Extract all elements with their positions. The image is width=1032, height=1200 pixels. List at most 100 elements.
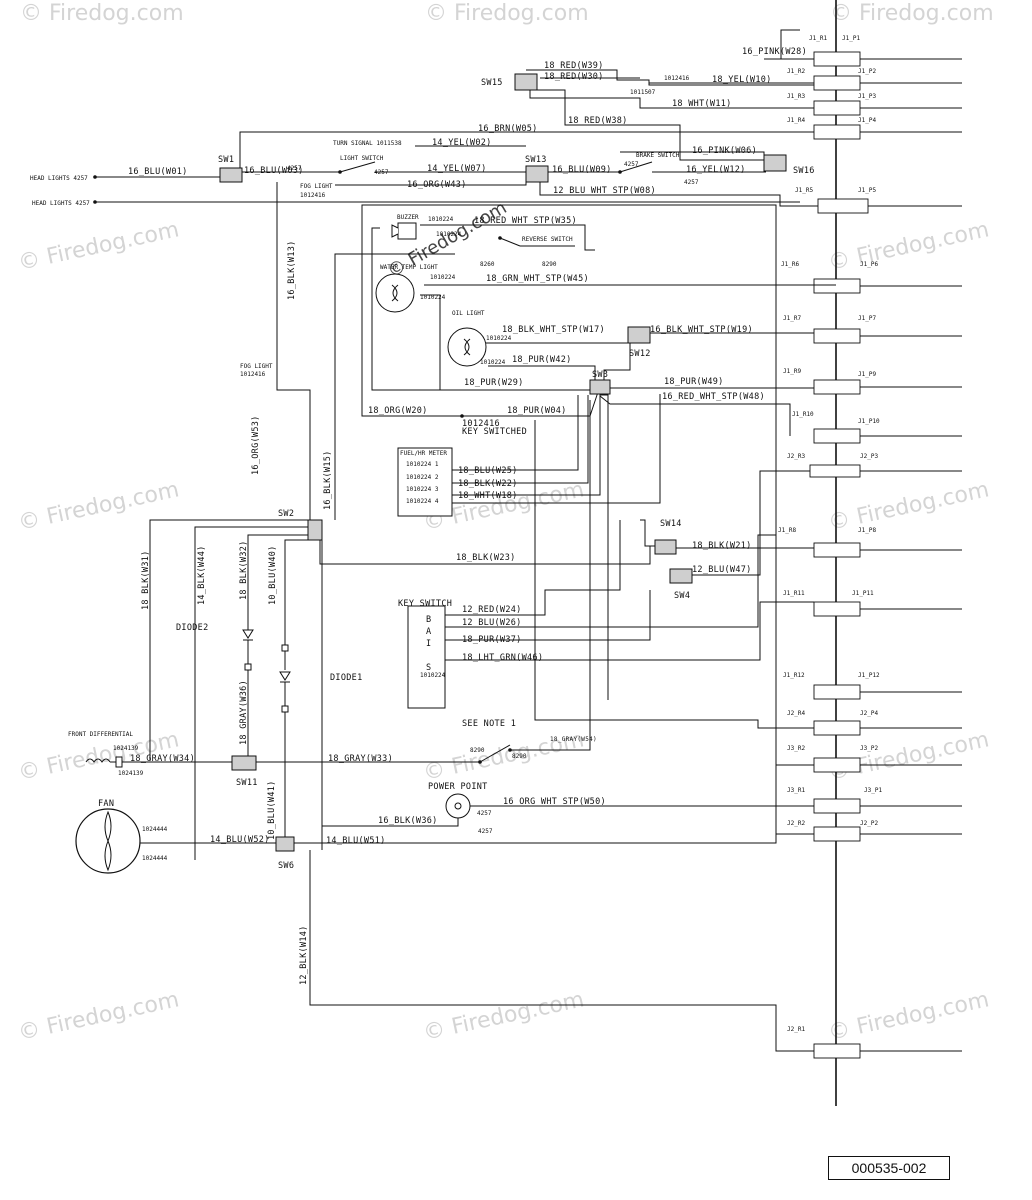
head-lights-label: HEAD LIGHTS 4257 [30, 175, 88, 182]
wire-label: 16_BLK(W36) [378, 816, 438, 826]
switch-sw4 [669, 568, 693, 584]
watermark-layer: © Firedog.com © Firedog.com © Firedog.co… [16, 1, 994, 1046]
fuel-meter-pin: 1010224 3 [406, 486, 439, 493]
connector-label: J1_P9 [858, 371, 876, 378]
connector-label: J1_P5 [858, 187, 876, 194]
svg-text:© Firedog.com: © Firedog.com [20, 1, 184, 26]
connector-label: J3_P1 [864, 787, 882, 794]
connector-label: J1_P11 [852, 590, 874, 597]
switch-sw14 [654, 539, 677, 555]
connector-label: J1_P6 [860, 261, 878, 268]
wire-label: 14_YEL(W02) [432, 138, 492, 148]
switch-label: SW13 [525, 155, 547, 165]
wire-label: 18_BLK_WHT_STP(W17) [502, 325, 605, 335]
switch-label: SW12 [629, 349, 651, 359]
switch-set [219, 73, 787, 852]
head-lights-label: HEAD LIGHTS 4257 [32, 200, 90, 207]
connector-label: J1_P2 [858, 68, 876, 75]
switch-sw12 [627, 326, 651, 344]
switch-label: SW2 [278, 509, 294, 519]
see-note-label: SEE NOTE 1 [462, 719, 516, 729]
connector-label: J3_R1 [787, 787, 805, 794]
wire-paths [95, 29, 836, 1052]
oil-lamp-icon [447, 327, 487, 367]
svg-text:© Firedog.com: © Firedog.com [826, 727, 991, 785]
switch-label: SW3 [592, 370, 608, 380]
wire-label: 10_BLU(W40) [268, 545, 278, 605]
part-number-label: 1010224 [436, 231, 462, 238]
connector-label: J1_R1 [809, 35, 827, 42]
switch-label: SW1 [218, 155, 234, 165]
connector-label: J1_P3 [858, 93, 876, 100]
switch-labels: SW1 SW15 SW13 SW16 SW12 SW3 SW2 SW14 SW4… [218, 78, 815, 871]
switch-label: SW16 [793, 166, 815, 176]
svg-text:© Firedog.com: © Firedog.com [826, 217, 991, 275]
wire-label: 18_PUR(W49) [664, 377, 724, 387]
wire-label: 16_YEL(W12) [686, 165, 746, 175]
connector-label: J1_R12 [783, 672, 805, 679]
wire-label: 16_BRN(W05) [478, 124, 538, 134]
wire-label: 18_GRAY(W36) [239, 680, 249, 745]
svg-text:© Firedog.com: © Firedog.com [826, 477, 991, 535]
wire-label: 12_BLU_WHT_STP(W08) [553, 186, 656, 196]
wire-label: 16_BLU(W03) [244, 166, 304, 176]
part-number-label: 1011507 [630, 89, 656, 96]
diode1-icon [279, 644, 291, 713]
fog-light-label: FOG LIGHT [300, 183, 333, 190]
wire-label: 16_PINK(W06) [692, 146, 757, 156]
part-number-label: 1010224 [480, 359, 506, 366]
fuel-meter-box [397, 447, 453, 517]
wire-label: 16_BLU(W01) [128, 167, 188, 177]
wire-label: 12_RED(W24) [462, 605, 522, 615]
wire-label: 18_YEL(W10) [712, 75, 772, 85]
key-switch-number: 1010224 [420, 672, 446, 679]
connector-label: J1_P12 [858, 672, 880, 679]
part-number-label: 8260 [480, 261, 495, 268]
fog-light-label: FOG LIGHT [240, 363, 273, 370]
fan-number: 1024444 [142, 826, 168, 833]
component-labels: HEAD LIGHTS 4257 HEAD LIGHTS 4257 TURN S… [30, 75, 699, 862]
connector-label: J1_P8 [858, 527, 876, 534]
wire-label: 14_BLU(W52) [210, 835, 270, 845]
wire-label: 18_PUR(W37) [462, 635, 522, 645]
wire-label: 16_BLK(W13) [287, 240, 297, 300]
wire-label: 18_BLK(W23) [456, 553, 516, 563]
wire-label: 18_ORG(W20) [368, 406, 428, 416]
connector-label: J1_P10 [858, 418, 880, 425]
connector-label: J3_R2 [787, 745, 805, 752]
svg-text:© Firedog.com: © Firedog.com [421, 987, 586, 1045]
wire-label: 16_RED_WHT_STP(W48) [662, 392, 765, 402]
wire-label: 18_PUR(W04) [507, 406, 567, 416]
fuel-meter-pin: 1010224 2 [406, 474, 439, 481]
part-number-label: 4257 [287, 165, 302, 172]
wire-label: 18_BLU(W25) [458, 466, 518, 476]
power-point-number: 4257 [478, 828, 493, 835]
reverse-switch-contact [498, 236, 502, 240]
reverse-switch-label: REVERSE SWITCH [522, 236, 573, 243]
wire-label: 18_RED_WHT_STP(W35) [474, 216, 577, 226]
connector-label: J1_R4 [787, 117, 805, 124]
connector-label: J1_R9 [783, 368, 801, 375]
wire-label: 18_BLK(W32) [239, 540, 249, 600]
fan-icon [75, 808, 141, 874]
switch-label: SW6 [278, 861, 294, 871]
fuel-meter-pin: 1010224 4 [406, 498, 439, 505]
key-letter: S [426, 663, 431, 673]
fuel-meter-pin: 1010224 1 [406, 461, 439, 468]
connector-label: J1_R10 [792, 411, 814, 418]
connector-block: J1_R1 J1_P1 J1_R2 J1_P2 J1_R3 J1_P3 J1_R… [778, 35, 962, 1059]
wire-label: 18_BLK(W31) [141, 550, 151, 610]
switch-sw13 [525, 165, 549, 183]
wire-label: 18_BLK(W22) [458, 479, 518, 489]
part-number-label: 1010224 [486, 335, 512, 342]
key-switch-box [407, 605, 446, 709]
front-diff-label: FRONT DIFFERENTIAL [68, 731, 133, 738]
part-number-label: 4257 [374, 169, 389, 176]
fog-light-number: 1012416 [240, 371, 266, 378]
wire-label: 16_ORG_WHT_STP(W50) [503, 797, 606, 807]
head-lights-terminal [93, 175, 97, 179]
wire-label: 16_PINK(W28) [742, 47, 807, 57]
wire-label: 14_YEL(W07) [427, 164, 487, 174]
wire-label: 18_PUR(W29) [464, 378, 524, 388]
diode2-label: DIODE2 [176, 623, 209, 633]
